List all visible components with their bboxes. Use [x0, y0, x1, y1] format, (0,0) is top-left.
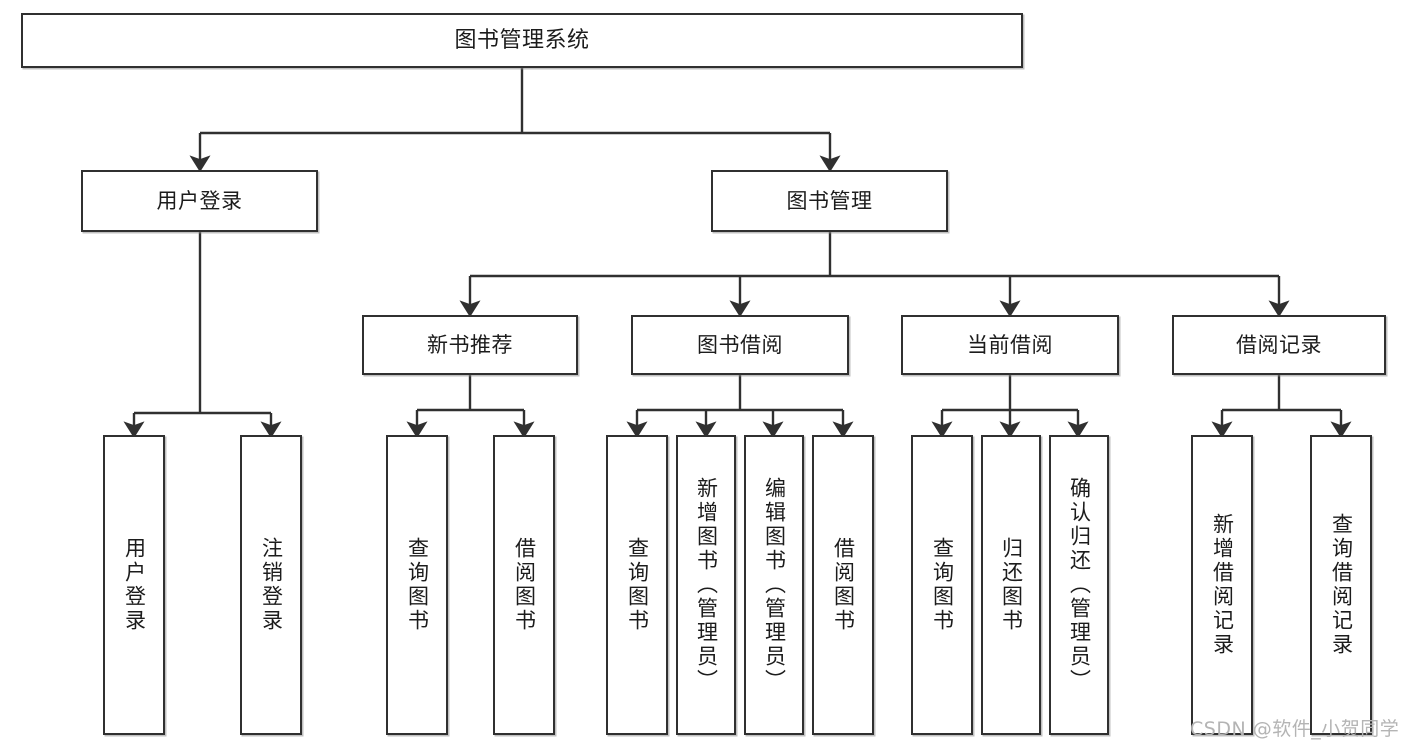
node-label: 借阅记录: [1236, 332, 1322, 357]
leaf-borrow-record-query[interactable]: 查询借阅记录: [1310, 435, 1372, 735]
node-label: 图书借阅: [697, 332, 783, 357]
node-label: 借阅图书: [831, 537, 856, 633]
node-label: 查询图书: [405, 537, 430, 633]
leaf-book-borrow-query[interactable]: 查询图书: [606, 435, 668, 735]
node-label: 图书管理: [786, 188, 873, 213]
node-root-book-management-system[interactable]: 图书管理系统: [21, 13, 1023, 68]
node-label: 编辑图书（管理员）: [762, 477, 787, 693]
node-user-login[interactable]: 用户登录: [81, 170, 318, 232]
node-borrow-record[interactable]: 借阅记录: [1172, 315, 1386, 375]
node-label: 注销登录: [259, 537, 284, 633]
node-label: 用户登录: [122, 537, 147, 633]
node-book-borrow[interactable]: 图书借阅: [631, 315, 849, 375]
node-label: 当前借阅: [967, 332, 1053, 357]
node-current-borrow[interactable]: 当前借阅: [901, 315, 1119, 375]
leaf-user-login-logout[interactable]: 注销登录: [240, 435, 302, 735]
node-label: 查询借阅记录: [1329, 513, 1354, 657]
node-label: 查询图书: [930, 537, 955, 633]
leaf-current-borrow-query[interactable]: 查询图书: [911, 435, 973, 735]
leaf-book-borrow-add[interactable]: 新增图书（管理员）: [676, 435, 736, 735]
leaf-new-book-query[interactable]: 查询图书: [386, 435, 448, 735]
node-label: 查询图书: [625, 537, 650, 633]
node-label: 归还图书: [999, 537, 1024, 633]
node-new-book-recommend[interactable]: 新书推荐: [362, 315, 578, 375]
leaf-borrow-record-add[interactable]: 新增借阅记录: [1191, 435, 1253, 735]
leaf-book-borrow-borrow[interactable]: 借阅图书: [812, 435, 874, 735]
node-label: 图书管理系统: [454, 27, 590, 53]
node-label: 新增借阅记录: [1210, 513, 1235, 657]
node-label: 新增图书（管理员）: [694, 477, 719, 693]
node-label: 新书推荐: [427, 332, 513, 357]
leaf-user-login-login[interactable]: 用户登录: [103, 435, 165, 735]
csdn-watermark: CSDN @软件_小贺同学: [1190, 718, 1400, 740]
node-book-management[interactable]: 图书管理: [711, 170, 948, 232]
node-label: 确认归还（管理员）: [1067, 477, 1092, 693]
leaf-book-borrow-edit[interactable]: 编辑图书（管理员）: [744, 435, 804, 735]
node-label: 用户登录: [156, 188, 243, 213]
leaf-current-borrow-return[interactable]: 归还图书: [981, 435, 1041, 735]
leaf-new-book-borrow[interactable]: 借阅图书: [493, 435, 555, 735]
node-label: 借阅图书: [512, 537, 537, 633]
leaf-current-borrow-confirm-return[interactable]: 确认归还（管理员）: [1049, 435, 1109, 735]
